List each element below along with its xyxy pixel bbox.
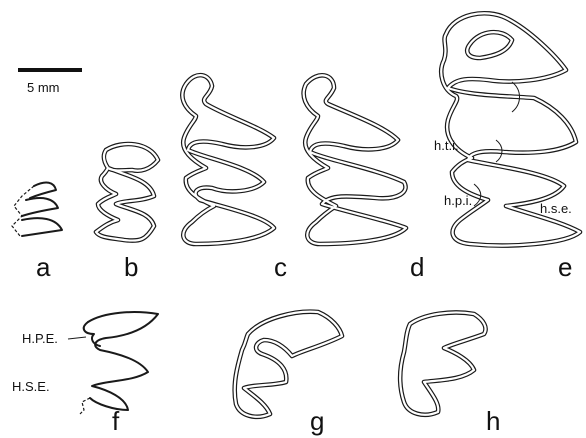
annotation-hpe: H.P.E. [22,331,58,346]
panel-label-h: h [486,406,500,436]
panel-label-f: f [112,406,120,436]
specimen-f: H.P.E. H.S.E. [12,311,159,415]
scale-bar: 5 mm [18,68,82,95]
panel-label-e: e [558,252,572,282]
panel-label-c: c [274,252,287,282]
annotation-hpi: h.p.i. [444,193,472,208]
annotation-hse: h.s.e. [540,201,572,216]
scale-bar-label: 5 mm [27,80,60,95]
panel-label-b: b [124,252,138,282]
specimen-c [180,72,277,247]
annotation-hti: h.t.i. [434,138,459,153]
specimen-g [232,309,345,419]
specimen-b [93,141,161,243]
specimen-h [397,310,488,417]
specimen-e: h.t.i. h.p.i. h.s.e. [434,10,583,248]
specimen-d [301,73,409,247]
panel-label-d: d [410,252,424,282]
specimen-a [11,181,63,237]
annotation-hse-upper: H.S.E. [12,379,50,394]
panel-label-g: g [310,406,324,436]
panel-label-a: a [36,252,51,282]
